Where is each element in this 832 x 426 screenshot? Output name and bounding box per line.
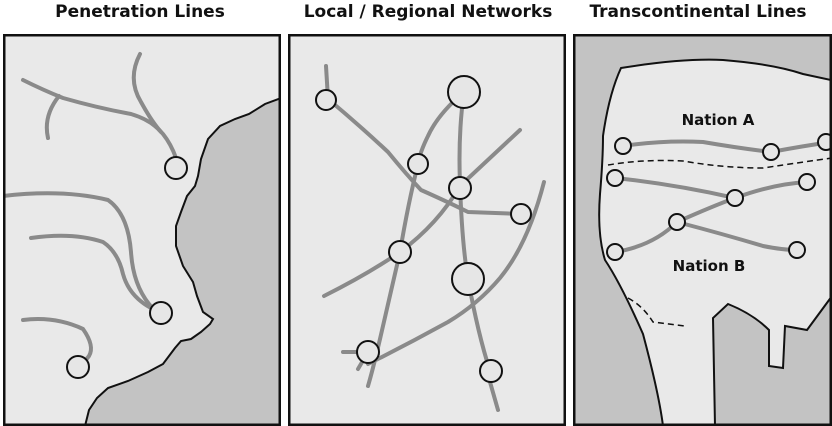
city-node xyxy=(606,169,624,187)
route-north-spur xyxy=(44,94,61,140)
border-line xyxy=(627,297,686,327)
route xyxy=(613,220,799,254)
city-node xyxy=(798,173,816,191)
town-node xyxy=(448,176,472,200)
city-node xyxy=(726,189,744,207)
town-node xyxy=(388,240,412,264)
route xyxy=(621,139,832,154)
transcontinental-lines-panel: Nation A Nation B xyxy=(573,34,832,426)
port-node xyxy=(149,301,173,325)
town-node xyxy=(407,153,429,175)
panel-title-penetration: Penetration Lines xyxy=(55,2,225,22)
sea-area xyxy=(83,96,281,426)
port-node xyxy=(66,355,90,379)
city-node xyxy=(447,75,481,109)
nation-b-label: Nation B xyxy=(673,257,746,275)
nation-a-label: Nation A xyxy=(682,111,755,129)
border-lines xyxy=(607,157,832,327)
town-node xyxy=(510,203,532,225)
panel-frame xyxy=(288,34,566,426)
city-node xyxy=(817,133,832,151)
panel-frame xyxy=(3,34,281,426)
town-node xyxy=(479,359,503,383)
city-node xyxy=(788,241,806,259)
city-node xyxy=(451,262,485,296)
town-node xyxy=(356,340,380,364)
route-middle-lower xyxy=(29,233,153,310)
port-node xyxy=(164,156,188,180)
regional-networks-panel xyxy=(288,34,566,426)
town-node xyxy=(315,89,337,111)
route xyxy=(457,90,492,373)
city-node xyxy=(668,213,686,231)
route-north xyxy=(131,52,178,160)
panel-title-transcontinental: Transcontinental Lines xyxy=(589,2,807,22)
city-node xyxy=(762,143,780,161)
city-node xyxy=(614,137,632,155)
panel-title-networks: Local / Regional Networks xyxy=(303,2,553,22)
penetration-lines-panel xyxy=(3,34,281,426)
city-node xyxy=(606,243,624,261)
route-north-branch xyxy=(21,78,163,134)
panel-frame xyxy=(573,34,832,426)
route xyxy=(366,180,546,366)
border-line xyxy=(607,157,832,169)
